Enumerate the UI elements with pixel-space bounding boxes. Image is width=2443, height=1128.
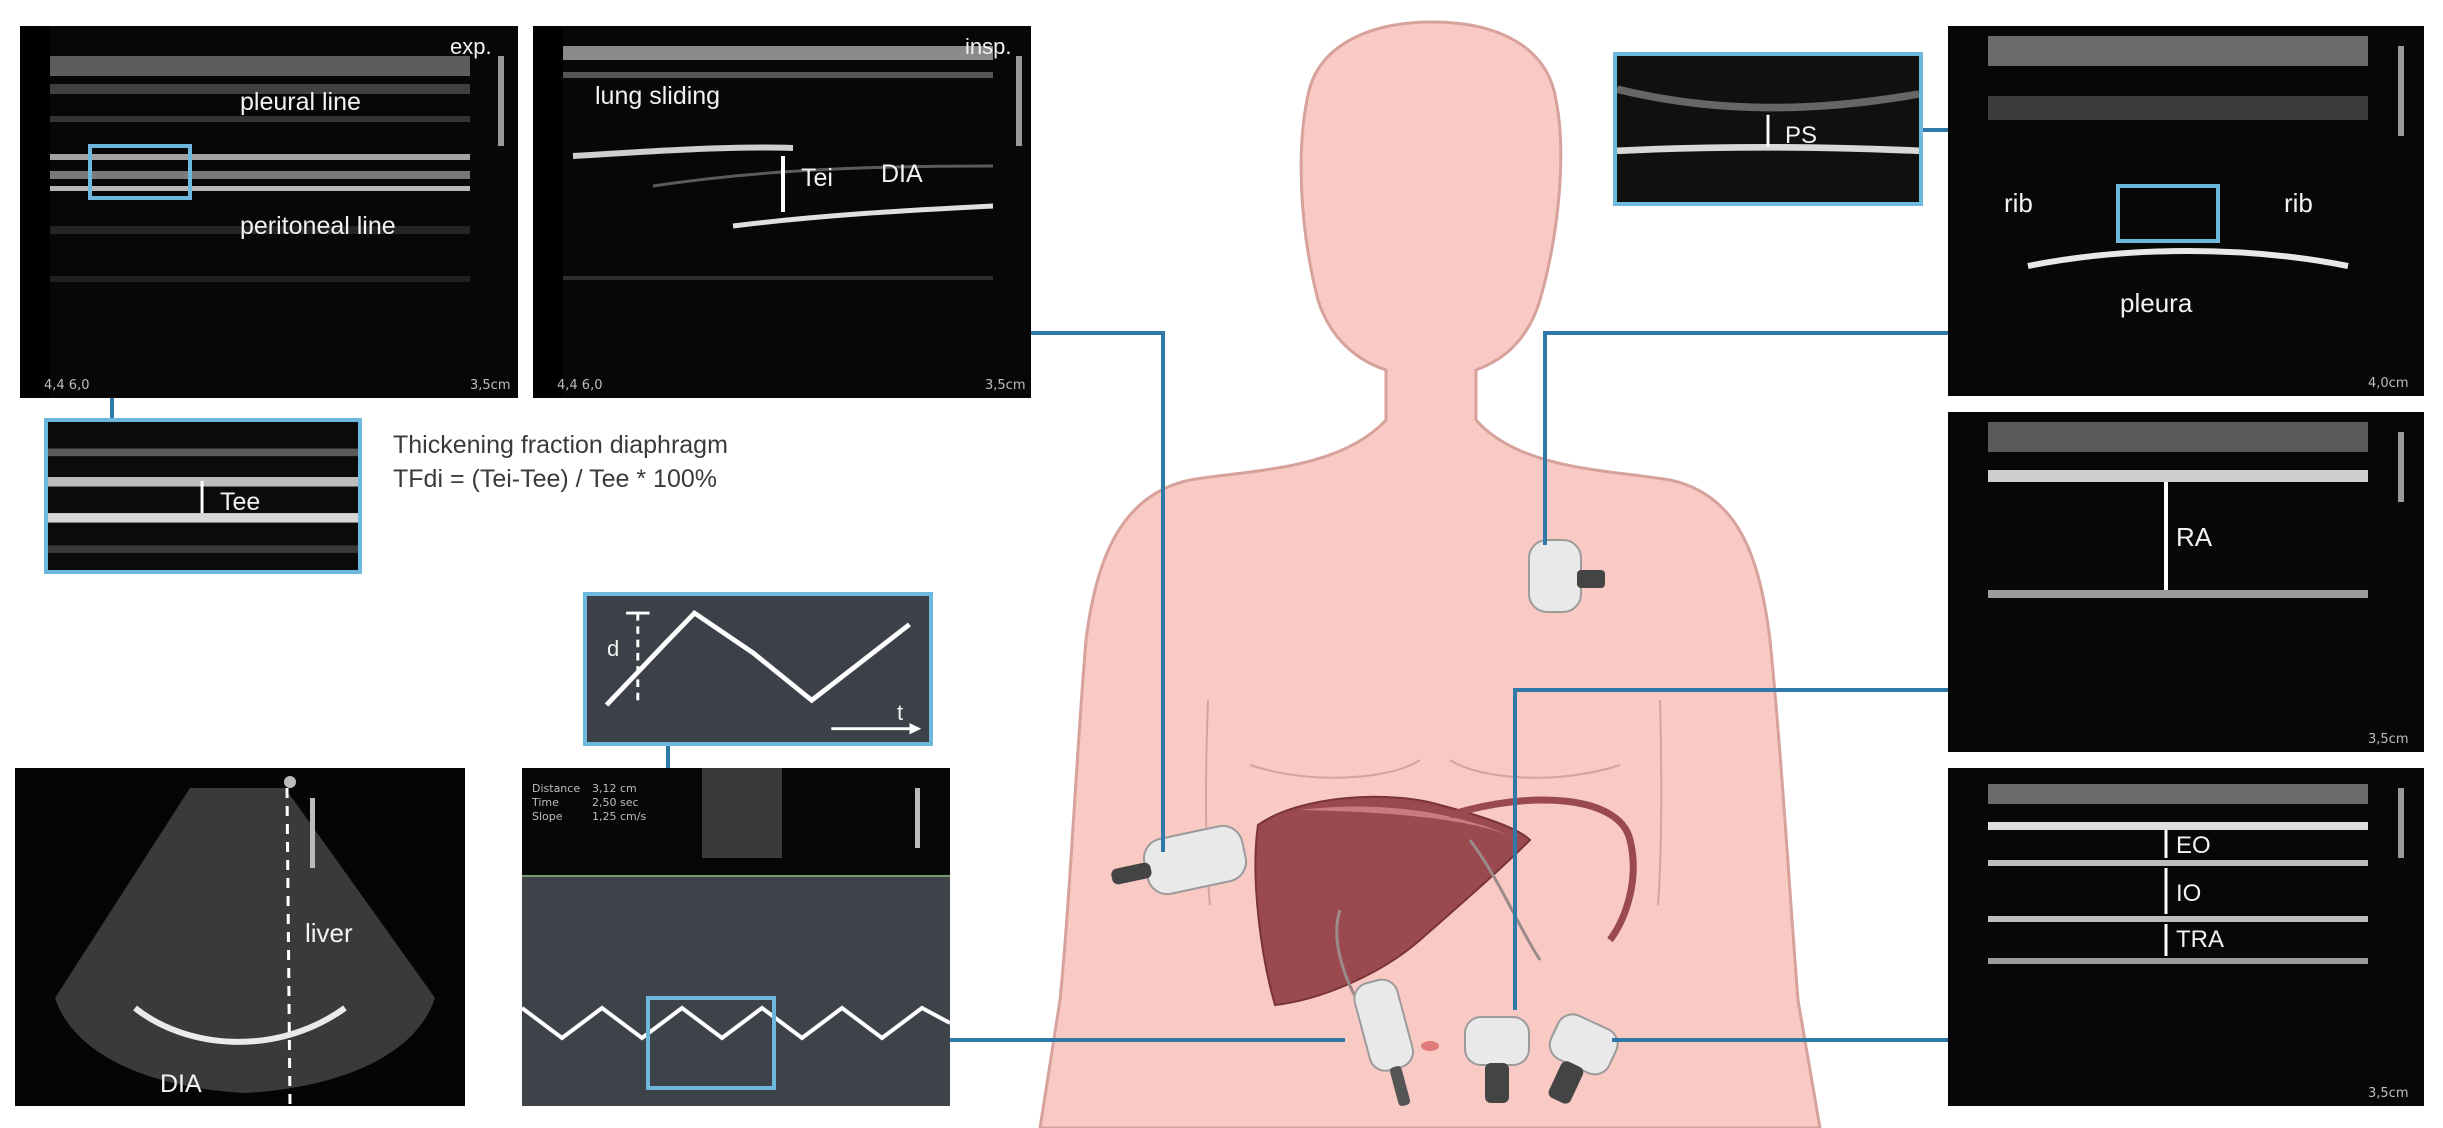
inset-d-label: d [607,636,620,661]
mode-label-exp: exp. [450,34,492,59]
ps-inset-label: PS [1785,122,1818,149]
ra-label: RA [2176,522,2213,552]
tee-inset: Tee [44,418,362,574]
ultrasound-probe-icon [1548,1013,1619,1104]
freq-readout: 4,4 6,0 [44,378,90,393]
inset-t-label: t [897,700,904,725]
ultrasound-panel-expiration: exp. pleural line peritoneal line 3,5cm … [20,26,518,398]
marker-dot-icon [284,776,296,788]
ultrasound-panel-liver: liver DIA [15,768,465,1106]
formula-equation: TFdi = (Tei-Tee) / Tee * 100% [393,465,717,493]
depth-readout: 3,5cm [2368,1086,2409,1101]
freq-readout: 4,4 6,0 [557,378,603,393]
liver-organ [1254,795,1532,1007]
depth-readout: 3,5cm [985,378,1026,393]
ultrasound-panel-parasternal: rib rib pleura 4,0cm [1948,26,2424,396]
ps-inset: PS [1613,52,1923,206]
time-label: Time [532,796,559,809]
rib-right-label: rib [2284,188,2313,218]
time-value: 2,50 sec [592,796,639,809]
tei-label: Tei [801,164,833,192]
thickening-fraction-formula: Thickening fraction diaphragm TFdi = (Te… [393,428,728,496]
lung-sliding-label: lung sliding [595,82,721,110]
depth-readout: 3,5cm [470,378,511,393]
chest-contour-left [1249,759,1421,779]
dia-label-top: DIA [881,160,923,188]
rib-left-label: rib [2004,188,2033,218]
slope-value: 1,25 cm/s [592,810,647,823]
mode-label-insp: insp. [965,34,1012,59]
mmode-inset: d t [583,592,933,746]
ultrasound-panel-inspiration: insp. lung sliding Tei DIA 3,5cm 4,4 6,0 [533,26,1031,398]
distance-value: 3,12 cm [592,782,637,795]
ultrasound-panel-lateral-abdominal: EO IO TRA 3,5cm [1948,768,2424,1106]
ultrasound-probe-icon [1528,539,1605,613]
liver-highlight [1300,806,1520,840]
navel [1421,1041,1439,1051]
io-label: IO [2176,880,2202,907]
dia-label-liver: DIA [160,1070,202,1098]
depth-readout: 4,0cm [2368,376,2409,391]
ultrasound-panel-mmode: Distance 3,12 cm Time 2,50 sec Slope 1,2… [522,768,950,1106]
pleura-label: pleura [2120,288,2193,318]
peritoneal-line-label: peritoneal line [240,212,396,240]
distance-label: Distance [532,782,581,795]
pleural-line-label: pleural line [240,88,361,116]
depth-readout: 3,5cm [2368,732,2409,747]
eo-label: EO [2176,832,2211,859]
ultrasound-probe-icon [1464,1016,1530,1103]
ultrasound-probe-icon [1353,978,1415,1106]
ultrasound-probe-icon [1111,824,1248,896]
liver-label: liver [305,918,353,948]
slope-label: Slope [532,810,563,823]
formula-title: Thickening fraction diaphragm [393,431,728,459]
tee-inset-label: Tee [220,488,261,516]
tra-label: TRA [2176,926,2224,953]
ultrasound-panel-rectus: RA 3,5cm [1948,412,2424,752]
